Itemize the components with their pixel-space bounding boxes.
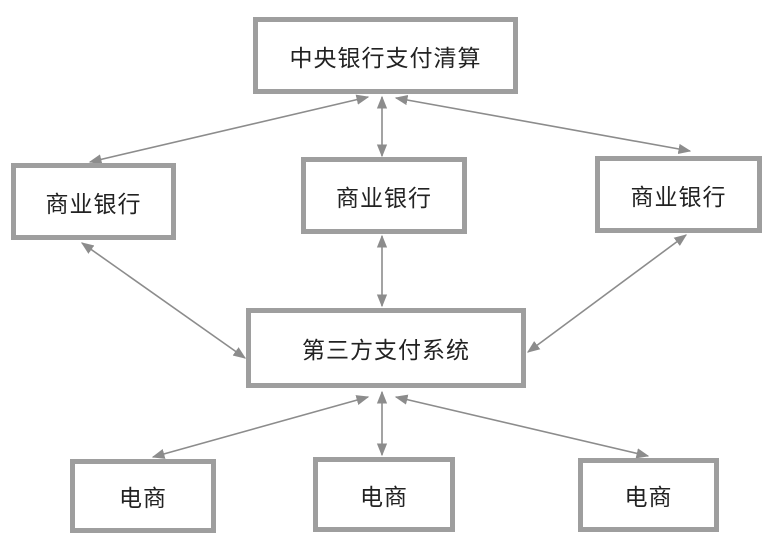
arrow-bank-left-third-party — [80, 242, 247, 359]
commercial-bank-left-box: 商业银行 — [11, 163, 176, 240]
central-bank-clearing-label: 中央银行支付清算 — [289, 45, 482, 72]
arrow-bank-right-third-party — [526, 234, 688, 353]
commercial-bank-right-box: 商业银行 — [595, 156, 762, 233]
ecommerce-center-label: 电商 — [360, 484, 408, 511]
ecommerce-center-box: 电商 — [313, 457, 455, 532]
ecommerce-right-label: 电商 — [624, 485, 673, 511]
commercial-bank-left-label: 商业银行 — [45, 191, 142, 218]
ecommerce-right-box: 电商 — [578, 458, 719, 532]
third-party-payment-label: 第三方支付系统 — [302, 338, 470, 364]
commercial-bank-center-label: 商业银行 — [336, 185, 432, 212]
arrow-central-bank-right — [394, 95, 692, 154]
ecommerce-left-label: 电商 — [119, 486, 167, 512]
ecommerce-left-box: 电商 — [70, 459, 216, 533]
central-bank-clearing-box: 中央银行支付清算 — [253, 17, 518, 94]
arrow-third-party-ecommerce-left — [151, 395, 370, 459]
arrow-central-bank-left — [88, 94, 370, 165]
commercial-bank-right-label: 商业银行 — [630, 184, 727, 211]
commercial-bank-center-box: 商业银行 — [301, 157, 467, 234]
arrow-third-party-ecommerce-right — [394, 394, 650, 459]
third-party-payment-box: 第三方支付系统 — [246, 308, 526, 388]
